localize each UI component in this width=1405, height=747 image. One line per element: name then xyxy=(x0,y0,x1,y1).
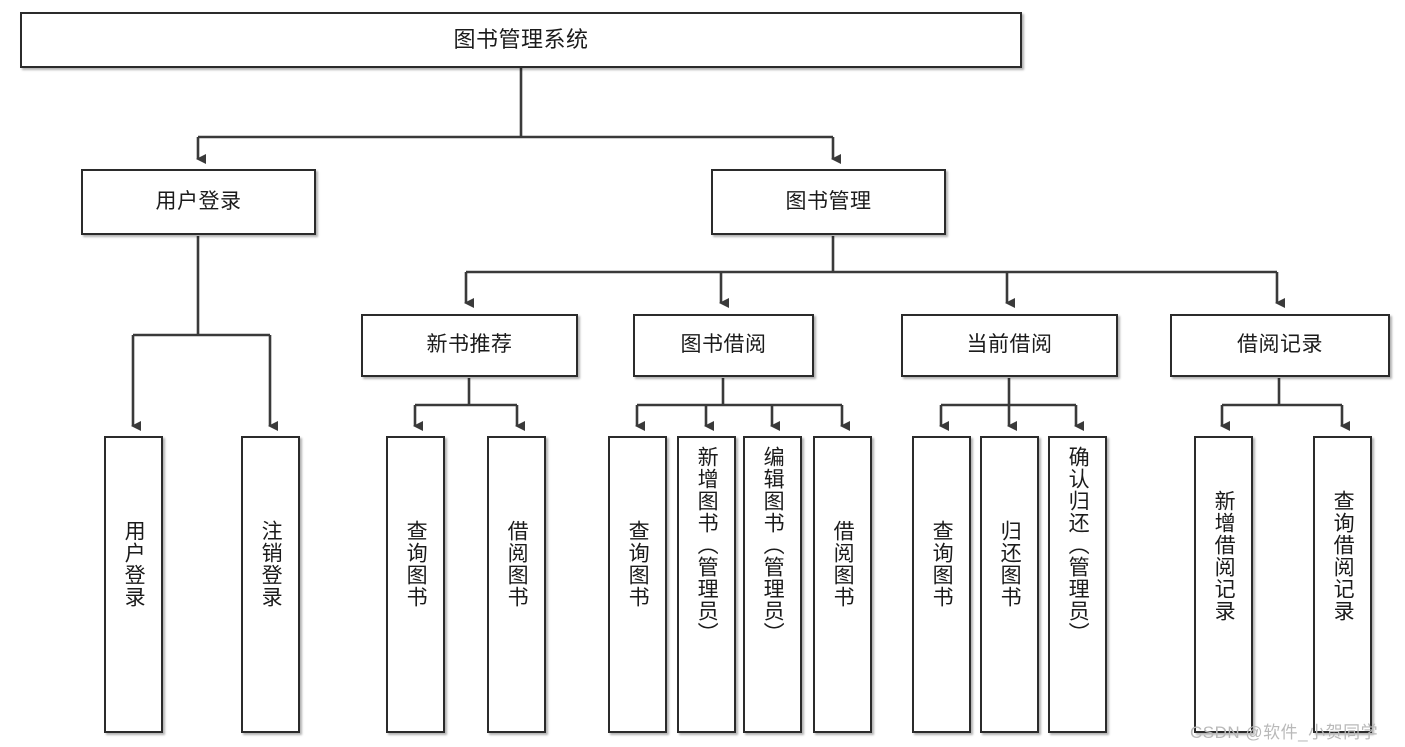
node-label: 查询图书 xyxy=(404,520,428,608)
leaf-current-borrow-query-book[interactable]: 查询图书 xyxy=(912,436,971,733)
node-label: 借阅图书 xyxy=(505,520,529,608)
node-label: 归还图书 xyxy=(998,520,1022,608)
node-label: 编辑图书（管理员） xyxy=(761,446,785,644)
leaf-current-borrow-return-book[interactable]: 归还图书 xyxy=(980,436,1039,733)
node-label: 查询图书 xyxy=(930,520,954,608)
node-label: 用户登录 xyxy=(122,520,146,608)
leaf-borrow-record-query-record[interactable]: 查询借阅记录 xyxy=(1313,436,1372,733)
node-borrow-record[interactable]: 借阅记录 xyxy=(1170,314,1390,377)
leaf-book-borrow-add-book-admin[interactable]: 新增图书（管理员） xyxy=(677,436,736,733)
node-label: 借阅记录 xyxy=(1237,333,1323,357)
node-label: 借阅图书 xyxy=(831,520,855,608)
node-label: 图书管理系统 xyxy=(453,27,589,53)
leaf-user-login-logout[interactable]: 注销登录 xyxy=(241,436,300,733)
node-label: 新增图书（管理员） xyxy=(695,446,719,644)
leaf-new-book-query-book[interactable]: 查询图书 xyxy=(386,436,445,733)
node-current-borrow[interactable]: 当前借阅 xyxy=(901,314,1118,377)
node-label: 用户登录 xyxy=(155,189,242,213)
leaf-book-borrow-query-book[interactable]: 查询图书 xyxy=(608,436,667,733)
node-label: 图书借阅 xyxy=(680,333,767,357)
node-label: 查询借阅记录 xyxy=(1331,490,1355,622)
node-user-login[interactable]: 用户登录 xyxy=(81,169,316,235)
leaf-borrow-record-add-record[interactable]: 新增借阅记录 xyxy=(1194,436,1253,733)
leaf-book-borrow-borrow-book[interactable]: 借阅图书 xyxy=(813,436,872,733)
leaf-new-book-borrow-book[interactable]: 借阅图书 xyxy=(487,436,546,733)
node-root-system[interactable]: 图书管理系统 xyxy=(20,12,1022,68)
node-book-management[interactable]: 图书管理 xyxy=(711,169,946,235)
node-label: 新书推荐 xyxy=(426,333,513,357)
leaf-book-borrow-edit-book-admin[interactable]: 编辑图书（管理员） xyxy=(743,436,802,733)
node-label: 新增借阅记录 xyxy=(1212,490,1236,622)
node-label: 当前借阅 xyxy=(966,333,1053,357)
node-label: 确认归还（管理员） xyxy=(1066,446,1090,644)
node-label: 查询图书 xyxy=(626,520,650,608)
node-new-book-recommend[interactable]: 新书推荐 xyxy=(361,314,578,377)
node-label: 图书管理 xyxy=(785,189,872,213)
csdn-watermark: CSDN @软件_小贺同学 xyxy=(1190,723,1379,742)
leaf-user-login-do-login[interactable]: 用户登录 xyxy=(104,436,163,733)
node-book-borrow[interactable]: 图书借阅 xyxy=(633,314,814,377)
leaf-current-borrow-confirm-return-admin[interactable]: 确认归还（管理员） xyxy=(1048,436,1107,733)
node-label: 注销登录 xyxy=(259,520,283,608)
